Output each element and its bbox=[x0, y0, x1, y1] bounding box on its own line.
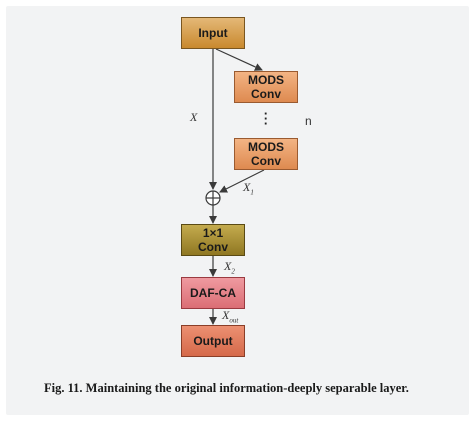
label-x1: X1 bbox=[243, 180, 254, 196]
repeat-count-label: n bbox=[305, 114, 312, 128]
daf-ca-node: DAF-CA bbox=[181, 277, 245, 309]
ellipsis-dot-2: · bbox=[263, 111, 269, 126]
mods-conv-node-1: MODS Conv bbox=[234, 71, 298, 103]
input-node: Input bbox=[181, 17, 245, 49]
mods-conv-node-2-line2: Conv bbox=[251, 154, 281, 168]
conv-1x1-node-line2: Conv bbox=[198, 240, 228, 254]
mods-conv-node-2-line1: MODS bbox=[248, 140, 284, 154]
label-x: X bbox=[190, 110, 198, 124]
label-x2-sub: 2 bbox=[231, 267, 235, 276]
label-x1-base: X bbox=[243, 180, 251, 194]
repeat-ellipsis: · · · bbox=[260, 106, 272, 131]
label-x2: X2 bbox=[224, 259, 235, 275]
conv-1x1-node-line1: 1×1 bbox=[202, 226, 224, 240]
ellipsis-dot-3: · bbox=[263, 116, 269, 131]
label-xout-base: X bbox=[222, 308, 230, 322]
edge-input-to-mods1 bbox=[215, 48, 263, 71]
label-xout-sub: out bbox=[229, 316, 239, 325]
label-x2-base: X bbox=[224, 259, 232, 273]
mods-conv-node-1-line1: MODS bbox=[248, 73, 284, 87]
output-node-label: Output bbox=[193, 334, 233, 348]
ellipsis-dot-1: · bbox=[263, 106, 269, 121]
label-x1-sub: 1 bbox=[250, 188, 254, 197]
label-xout: Xout bbox=[222, 308, 238, 324]
daf-ca-node-label: DAF-CA bbox=[190, 286, 236, 300]
input-node-label: Input bbox=[198, 26, 228, 40]
mods-conv-node-2: MODS Conv bbox=[234, 138, 298, 170]
output-node: Output bbox=[181, 325, 245, 357]
edge-mods2-to-add bbox=[219, 169, 265, 193]
conv-1x1-node: 1×1 Conv bbox=[181, 224, 245, 256]
mods-conv-node-1-line2: Conv bbox=[251, 87, 281, 101]
figure-caption: Fig. 11. Maintaining the original inform… bbox=[44, 381, 409, 395]
